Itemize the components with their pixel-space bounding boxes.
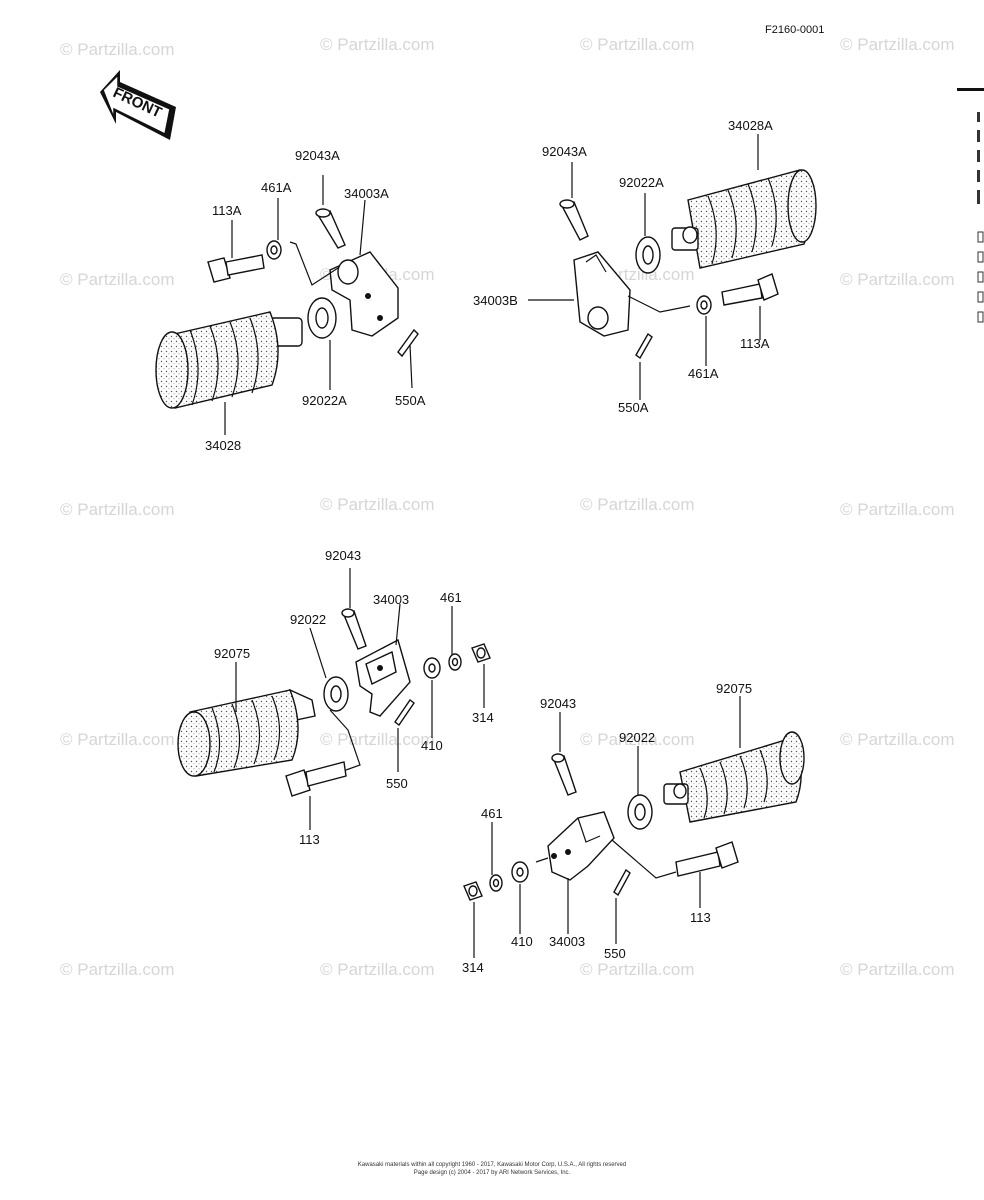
watermark: © Partzilla.com [840,35,955,54]
assembly-c [177,568,491,830]
watermark: © Partzilla.com [320,730,435,749]
callout-label: 92022 [619,730,655,745]
watermark: © Partzilla.com [320,35,435,54]
watermark: © Partzilla.com [840,730,955,749]
callout-label: 461 [440,590,462,605]
assembly-d [463,696,805,958]
assembly-a [155,175,419,435]
front-arrow-icon: FRONT [100,70,176,140]
bolt-113A [207,254,265,283]
footpeg-rubber-34028 [155,311,303,409]
watermark: © Partzilla.com [580,730,695,749]
bracket-34003-right [547,811,615,881]
callout-label: 92075 [716,681,752,696]
watermark: © Partzilla.com [320,495,435,514]
watermark: © Partzilla.com [580,35,695,54]
bolt-113 [285,761,347,797]
callout-label: 461A [261,180,292,195]
callout-label: 92022A [619,175,664,190]
watermark: © Partzilla.com [60,270,175,289]
callout-label: 92022 [290,612,326,627]
callout-label: 92043A [542,144,587,159]
figure-code: F2160-0001 [765,24,824,36]
callout-label: 113A [740,336,770,351]
callout-label: 113 [299,832,320,847]
watermark: © Partzilla.com [840,500,955,519]
callout-label: 34003A [344,186,389,201]
bolt-113-right [675,841,739,877]
watermark: © Partzilla.com [840,960,955,979]
watermark: © Partzilla.com [580,495,695,514]
watermark: © Partzilla.com [320,960,435,979]
callout-label: 113 [690,910,711,925]
footpeg-rubber-92075 [177,688,316,777]
callout-label: 550 [604,946,626,961]
callout-label: 550A [395,393,426,408]
cotter-pin-550 [394,699,415,726]
callout-label: 314 [462,960,484,975]
cotter-pin-550A [397,328,419,358]
callout-label: 314 [472,710,494,725]
assembly-b [528,134,817,400]
footpeg-rubber-34028A [671,169,817,269]
callout-label: 92043 [540,696,576,711]
callout-label: 410 [511,934,533,949]
callout-label: 550A [618,400,649,415]
callout-label: 34003 [373,592,409,607]
callout-label: 92075 [214,646,250,661]
callout-labels: 92043A 461A 113A 34003A 92022A 550A 3402… [205,118,773,975]
edge-marks [957,88,984,323]
callout-label: 34003B [473,293,518,308]
callout-label: 461 [481,806,503,821]
watermark: © Partzilla.com [60,500,175,519]
footpeg-rubber-92075-right [663,731,805,823]
watermark: © Partzilla.com [60,960,175,979]
watermark: © Partzilla.com [840,270,955,289]
watermark-layer: © Partzilla.com © Partzilla.com © Partzi… [60,35,955,979]
watermark: © Partzilla.com [580,960,695,979]
watermark: © Partzilla.com [60,730,175,749]
bolt-113A-right [721,273,779,306]
callout-label: 92022A [302,393,347,408]
callout-label: 34003 [549,934,585,949]
callout-label: 34028A [728,118,773,133]
callout-label: 92043A [295,148,340,163]
callout-label: 113A [212,203,242,218]
cotter-pin-550-right [613,868,631,897]
watermark: © Partzilla.com [60,40,175,59]
callout-label: 461A [688,366,719,381]
callout-label: 410 [421,738,443,753]
cotter-pin-550A-right [635,332,653,360]
callout-label: 550 [386,776,408,791]
callout-label: 34028 [205,438,241,453]
copyright-line: Page design (c) 2004 - 2017 by ARI Netwo… [414,1170,571,1176]
copyright-line: Kawasaki materials within all copyright … [358,1162,626,1168]
callout-label: 92043 [325,548,361,563]
